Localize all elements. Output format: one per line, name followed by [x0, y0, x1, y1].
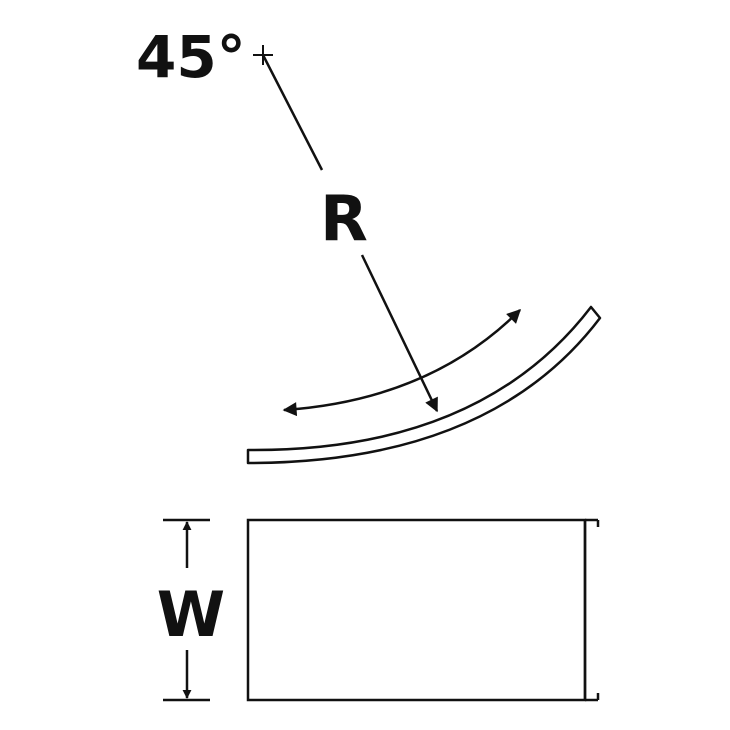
- angle-label: 45°: [136, 23, 246, 91]
- radius-label: R: [320, 182, 368, 255]
- arc-length-arrow: [282, 309, 521, 417]
- curved-panel-profile: [246, 305, 602, 465]
- width-label: W: [157, 578, 225, 651]
- radius-line-upper: [261, 54, 324, 171]
- panel-edge-bracket: [583, 518, 600, 702]
- panel-front-view: [246, 518, 587, 702]
